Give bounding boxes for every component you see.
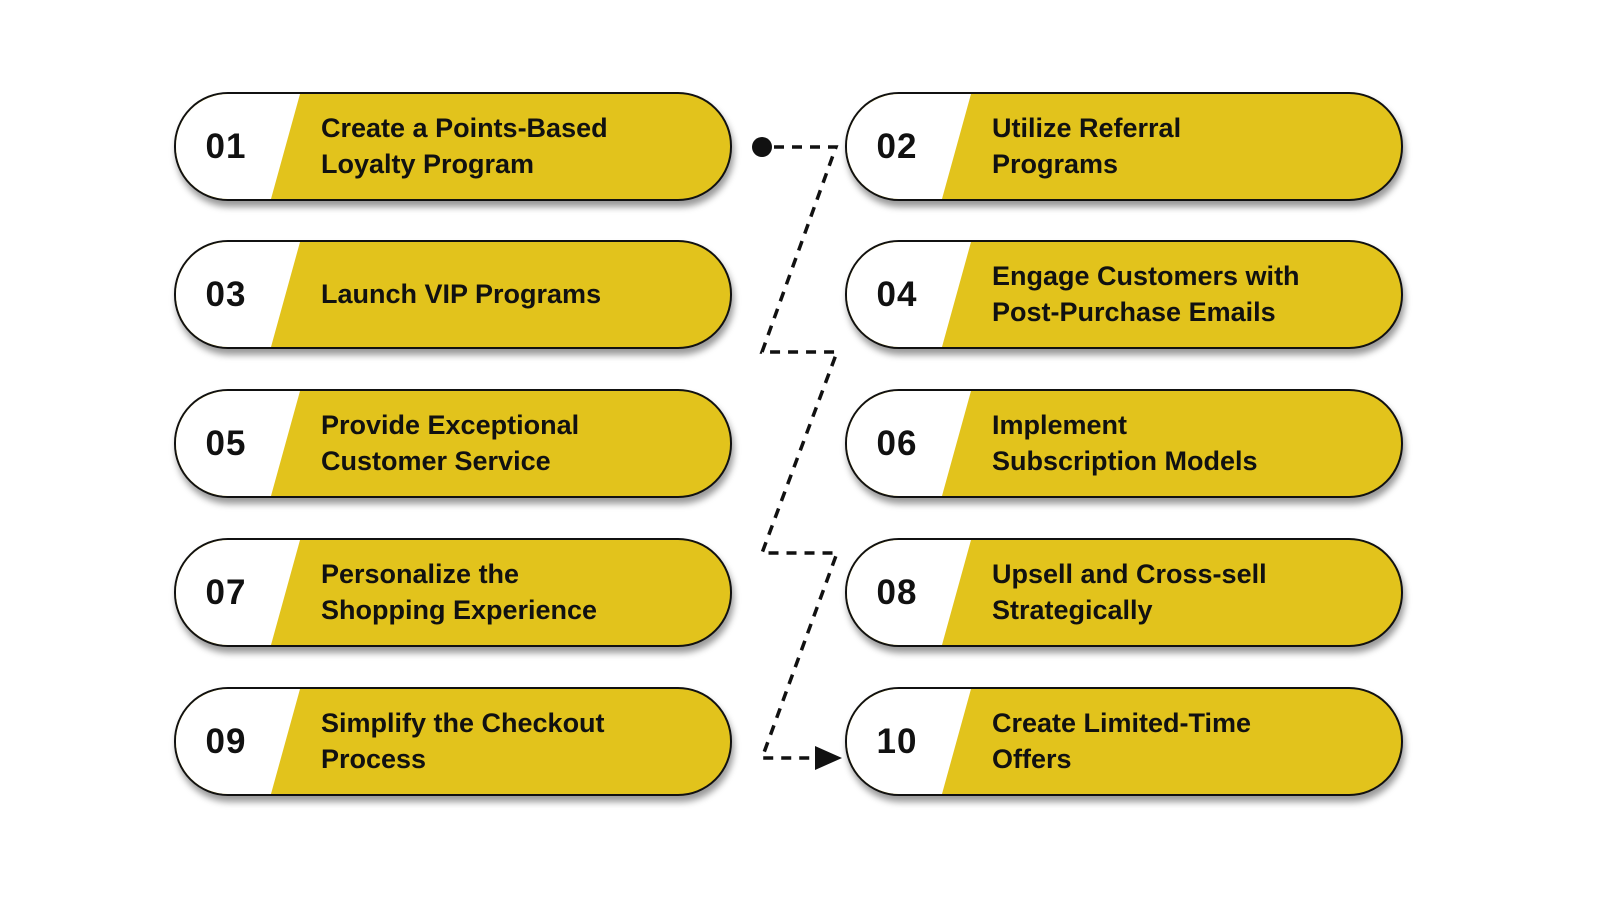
step-number: 01 bbox=[205, 126, 247, 166]
connector-dashed-path bbox=[759, 145, 840, 760]
step-label: Implement Subscription Models bbox=[992, 410, 1258, 476]
step-label: Engage Customers with Post-Purchase Emai… bbox=[992, 261, 1300, 327]
step-number: 09 bbox=[205, 721, 247, 761]
step-label: Upsell and Cross-sell Strategically bbox=[992, 559, 1267, 625]
step-label: Create a Points-Based Loyalty Program bbox=[321, 113, 608, 179]
step-label: Personalize the Shopping Experience bbox=[321, 559, 598, 625]
pill-step-08: 08 Upsell and Cross-sell Strategically bbox=[845, 538, 1403, 647]
step-label: Create Limited-Time Offers bbox=[992, 708, 1252, 774]
connector-start-dot bbox=[752, 137, 772, 157]
step-number: 07 bbox=[205, 572, 247, 612]
pill-step-04: 04 Engage Customers with Post-Purchase E… bbox=[845, 240, 1403, 349]
step-number: 10 bbox=[876, 721, 918, 761]
step-number: 08 bbox=[876, 572, 918, 612]
step-number: 03 bbox=[205, 274, 247, 314]
pill-step-07: 07 Personalize the Shopping Experience bbox=[174, 538, 732, 647]
pill-step-09: 09 Simplify the Checkout Process bbox=[174, 687, 732, 796]
pill-step-05: 05 Provide Exceptional Customer Service bbox=[174, 389, 732, 498]
step-number: 02 bbox=[876, 126, 918, 166]
step-number: 06 bbox=[876, 423, 918, 463]
pill-step-06: 06 Implement Subscription Models bbox=[845, 389, 1403, 498]
pill-step-01: 01 Create a Points-Based Loyalty Program bbox=[174, 92, 732, 201]
step-number: 05 bbox=[205, 423, 247, 463]
pill-step-10: 10 Create Limited-Time Offers bbox=[845, 687, 1403, 796]
pill-step-02: 02 Utilize Referral Programs bbox=[845, 92, 1403, 201]
connector-arrowhead-icon bbox=[815, 746, 842, 770]
step-label: Launch VIP Programs bbox=[321, 278, 602, 309]
step-number: 04 bbox=[876, 274, 918, 314]
step-label: Provide Exceptional Customer Service bbox=[321, 410, 580, 476]
pill-step-03: 03 Launch VIP Programs bbox=[174, 240, 732, 349]
step-label: Simplify the Checkout Process bbox=[321, 708, 605, 774]
step-label: Utilize Referral Programs bbox=[992, 113, 1182, 179]
